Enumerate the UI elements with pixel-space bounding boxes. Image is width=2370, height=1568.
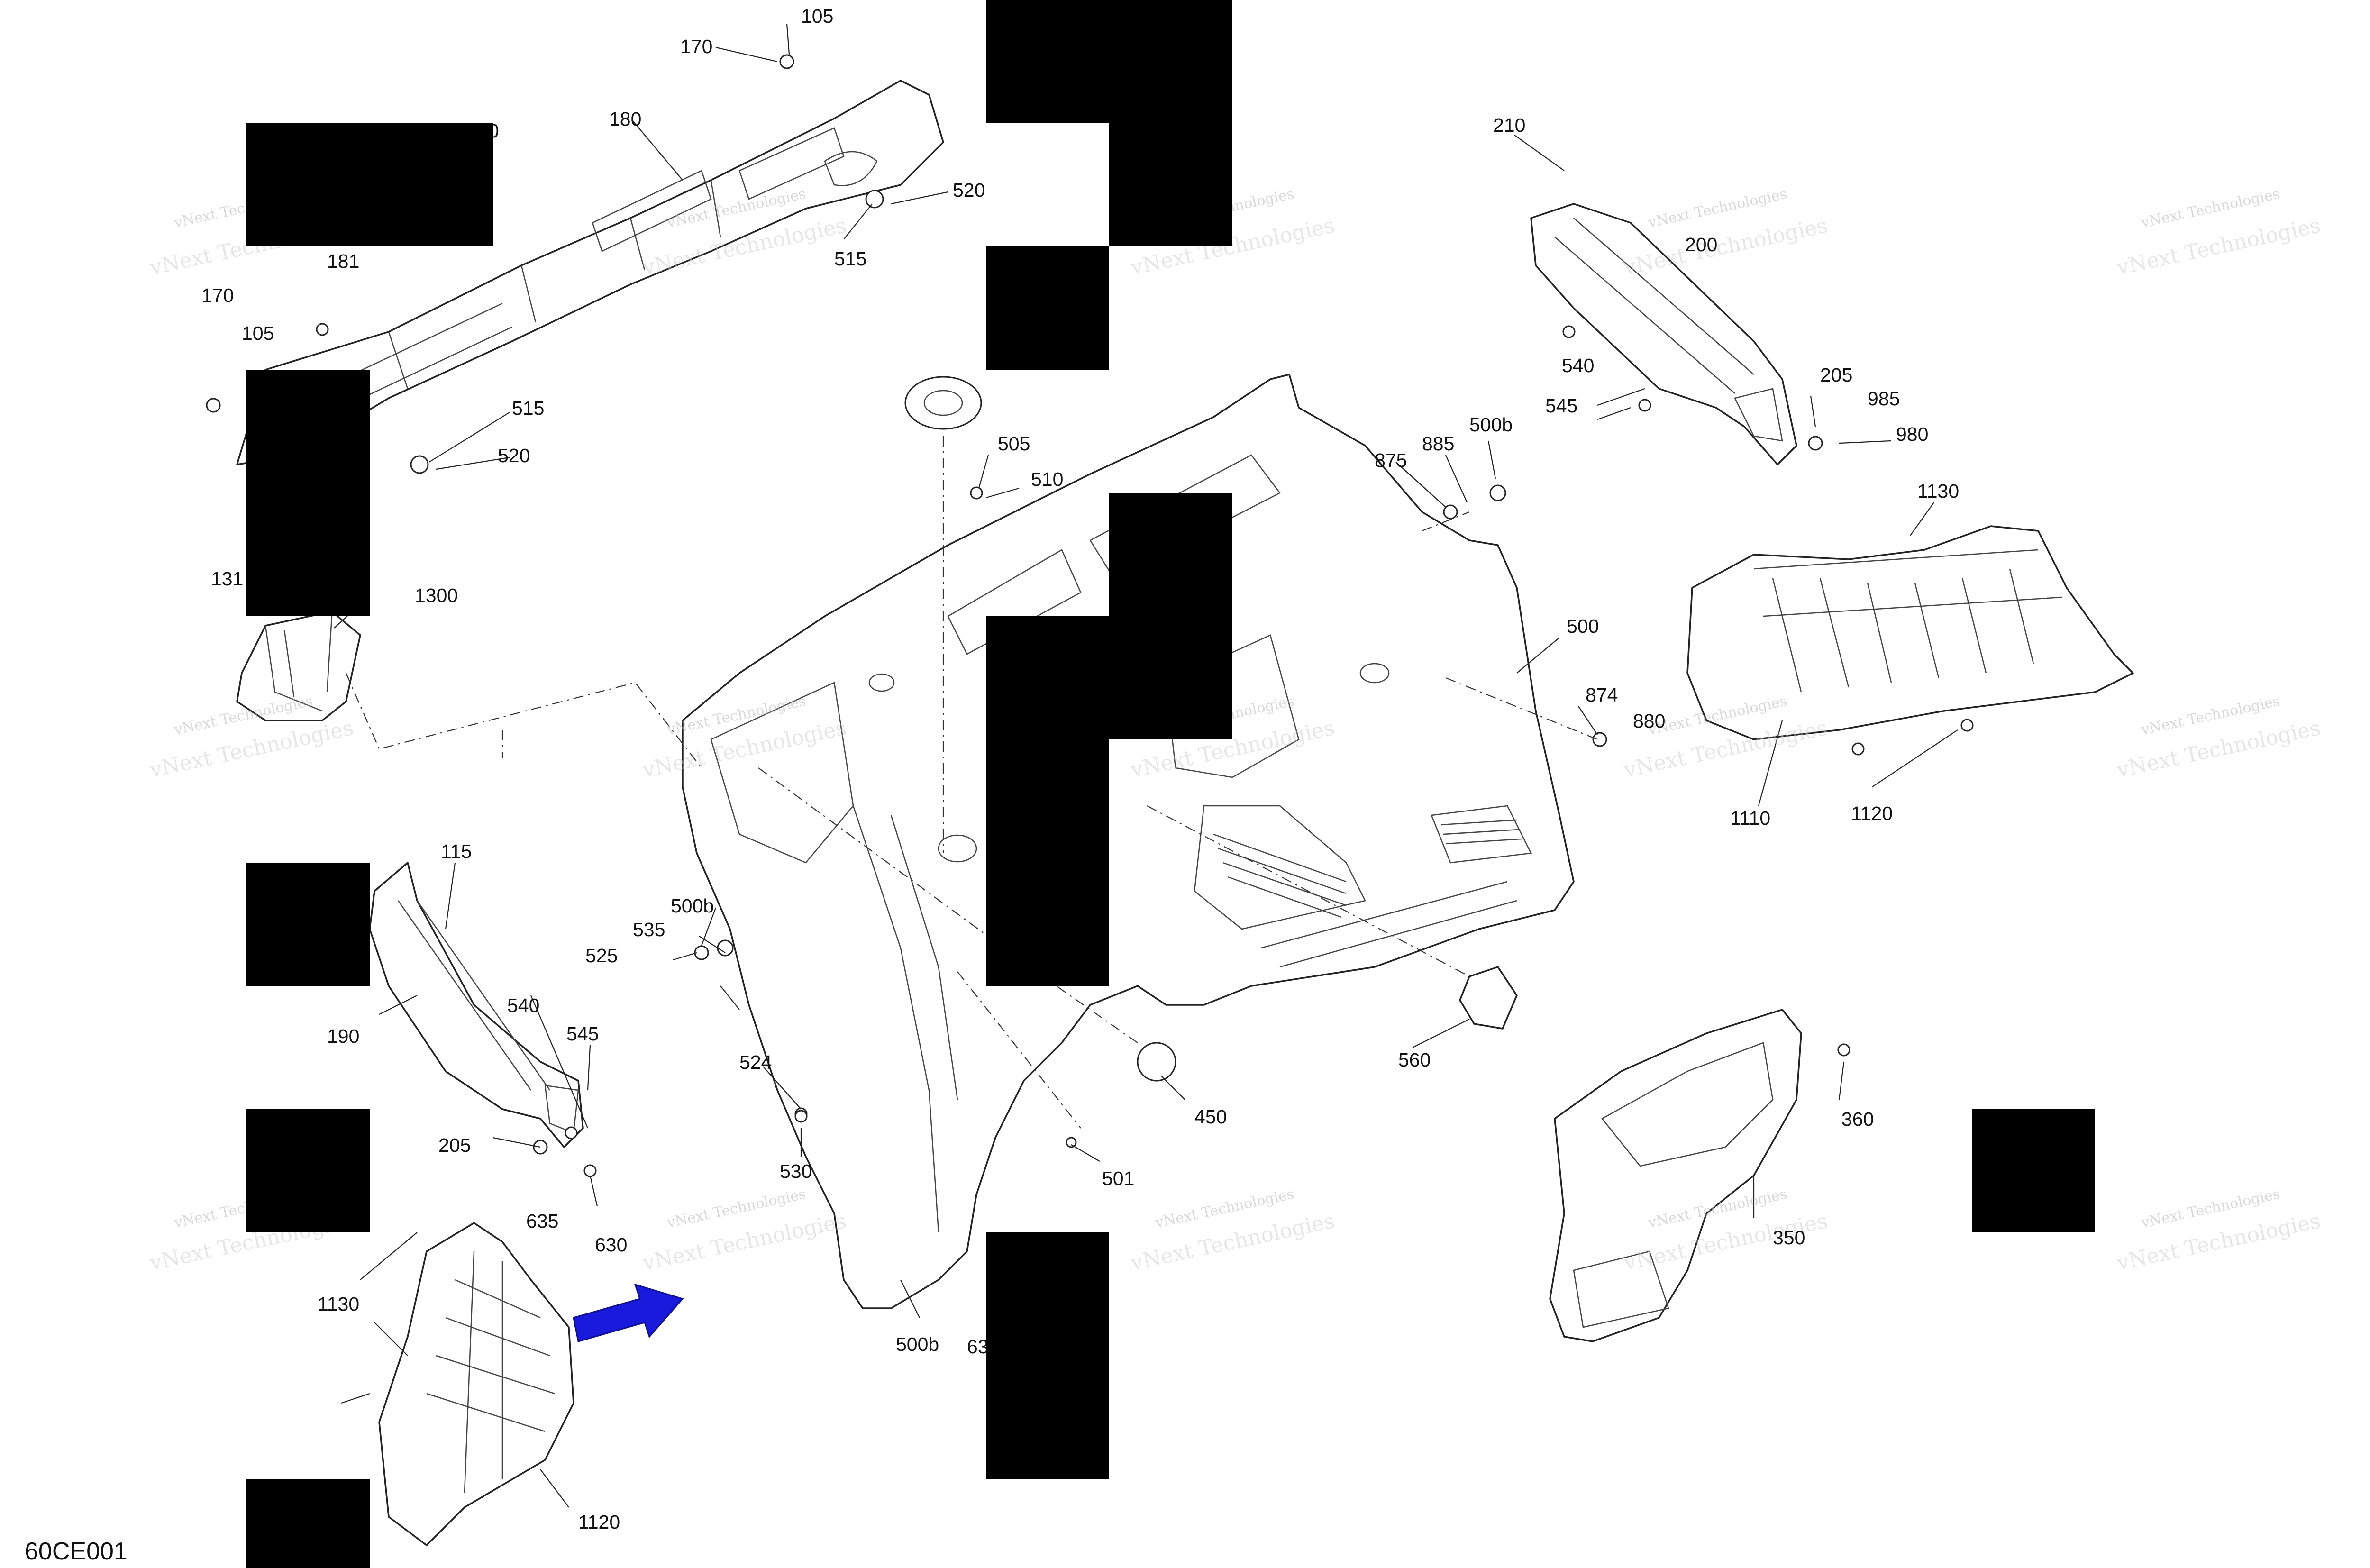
callout: 520 [953, 179, 985, 201]
redaction-block [1972, 1109, 2095, 1232]
callout: 450 [1194, 1106, 1227, 1128]
callout: 105 [242, 322, 274, 344]
callout: 105 [801, 5, 833, 27]
callout: 525 [585, 945, 618, 966]
callout: 180 [609, 108, 641, 130]
callout: 170 [680, 36, 712, 57]
callout: 501 [1102, 1167, 1134, 1189]
callout: 520 [498, 445, 530, 466]
part-1300-duct [236, 611, 361, 721]
callout: 980 [1896, 423, 1928, 445]
redaction-block [246, 863, 370, 986]
callout: 524 [739, 1051, 772, 1073]
callout: 540 [507, 994, 539, 1016]
redaction-block [986, 246, 1109, 370]
callout: 985 [1868, 388, 1900, 410]
callout: 885 [1422, 433, 1454, 455]
callout: 500 [1567, 615, 1599, 637]
callout: 1130 [1917, 480, 1959, 502]
callout: 1130 [318, 1293, 359, 1315]
blue-arrow-icon [573, 1283, 684, 1342]
callout: 115 [441, 840, 472, 862]
redaction-block [246, 370, 370, 616]
callout: 190 [327, 1025, 359, 1047]
callout: 510 [1031, 468, 1063, 490]
callout: 630 [595, 1234, 627, 1256]
part-350-panel [1549, 1009, 1802, 1342]
redaction-block [986, 616, 1109, 986]
callout: 545 [566, 1023, 599, 1045]
callout: 170 [201, 284, 234, 306]
callout: 880 [1633, 710, 1665, 732]
callout: 1120 [578, 1511, 620, 1533]
callout: 540 [1562, 355, 1594, 376]
redaction-block [986, 0, 1232, 123]
callout: 210 [1493, 114, 1525, 136]
watermark: vNext Technologies [1646, 186, 1788, 231]
callout: 505 [998, 433, 1030, 455]
part-500-main-panel [682, 374, 1575, 1309]
callout: 530 [780, 1160, 812, 1182]
redaction-block [246, 1479, 370, 1568]
direction-arrow [573, 1283, 684, 1342]
callout-labels: 105 170 180 520 515 0 181 170 105 515 52… [201, 5, 1959, 1533]
callout: 545 [1545, 395, 1577, 417]
callout: 535 [633, 919, 665, 940]
part-200-bracket [1530, 203, 1797, 465]
callout: 635 [526, 1210, 558, 1232]
redaction-block [246, 123, 493, 246]
callout: 1300 [415, 584, 458, 606]
drawing-code: 60CE001 [25, 1538, 128, 1565]
callout: 874 [1586, 684, 1618, 706]
redaction-block [246, 1109, 370, 1232]
callout: 205 [438, 1134, 471, 1156]
callout: 63 [967, 1336, 989, 1358]
watermark: vNext Technologies [2139, 186, 2281, 231]
callout: 181 [327, 250, 359, 272]
redaction-block [986, 1232, 1109, 1479]
callout: 515 [512, 397, 544, 419]
callout: 131 [211, 568, 243, 590]
part-1110-duct [1686, 525, 2134, 740]
redaction-block [1109, 493, 1232, 739]
fasteners [206, 54, 1974, 1177]
callout: 500b [671, 895, 714, 917]
callout: 205 [1820, 364, 1852, 386]
callout: 875 [1375, 449, 1407, 471]
callout: 200 [1685, 234, 1717, 255]
callout: 560 [1398, 1049, 1431, 1071]
callout: 500b [896, 1333, 939, 1355]
part-1120-lower-duct [378, 1222, 574, 1546]
redaction-blocks [246, 0, 2095, 1568]
callout: 500b [1469, 414, 1513, 436]
callout: 360 [1841, 1108, 1874, 1130]
callout: 515 [834, 248, 866, 270]
callout: 1110 [1730, 807, 1770, 829]
callout: 350 [1773, 1227, 1805, 1249]
part-190-bracket [369, 862, 584, 1148]
redaction-block [1109, 123, 1232, 246]
callout: 1120 [1851, 802, 1893, 824]
